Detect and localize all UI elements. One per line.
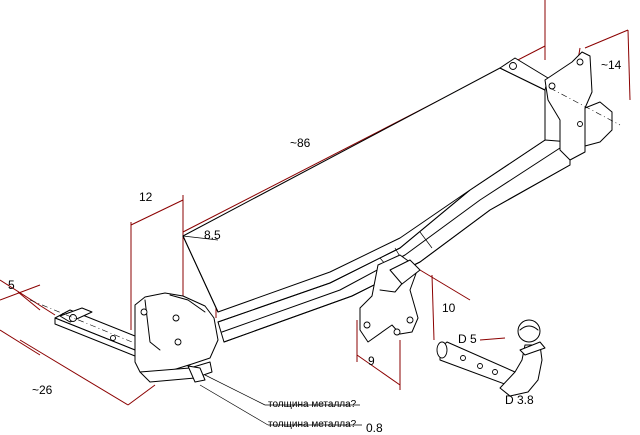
pin-diameter-label: D 5: [458, 332, 477, 346]
plate-width-label: 12: [139, 190, 153, 204]
tow-ball-assembly: [436, 319, 546, 397]
hitch-plate-height-label: 10: [442, 301, 456, 315]
neck-diameter-label: D 3.8: [505, 393, 534, 407]
right-arm-length-label: ~14: [601, 58, 622, 72]
left-side-plate: [134, 292, 219, 383]
right-mounting-bracket: [499, 51, 621, 161]
left-arm-length-label: ~26: [32, 383, 53, 397]
plate-offset-label: 8.5: [204, 228, 221, 242]
metal-thickness-question-1: толщина металла?: [268, 399, 357, 410]
left-tab-width-label: 5: [8, 278, 15, 292]
beam-length-label: ~86: [290, 136, 311, 150]
metal-thickness-question-2: толщина металла?: [268, 419, 357, 430]
hitch-mount-plate: [359, 254, 421, 343]
hitch-plate-width-label: 9: [368, 354, 375, 368]
metal-thickness-label: 0.8: [366, 421, 383, 435]
